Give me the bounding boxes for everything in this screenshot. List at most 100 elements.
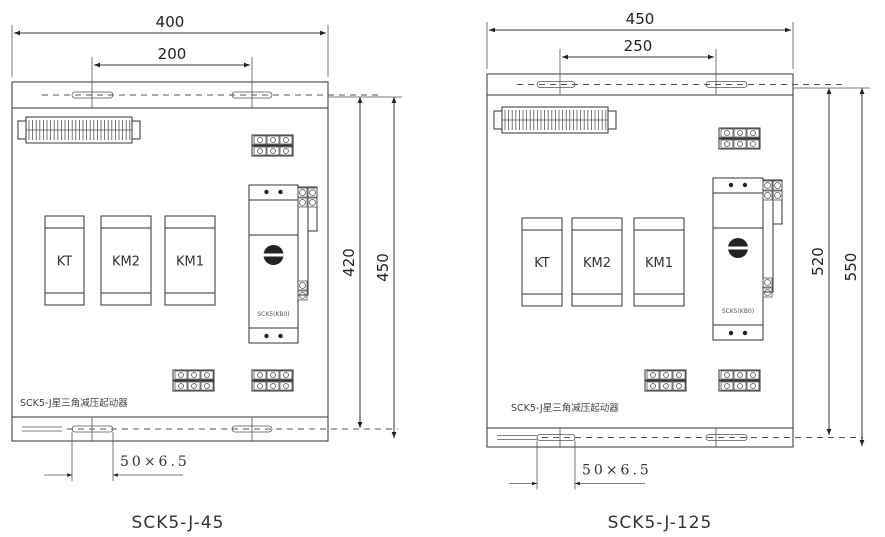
- screw-icon: [742, 330, 748, 336]
- slot-dimension: 50×6.5: [582, 463, 652, 479]
- screw-icon: [257, 383, 263, 389]
- terminal-strip: [17, 116, 141, 144]
- screw-icon: [724, 383, 730, 389]
- terminal-cell: [253, 370, 267, 380]
- mounting-slot: [231, 425, 273, 433]
- terminal-cell: [279, 370, 293, 380]
- side-terminal: [762, 190, 773, 201]
- enclosure-outline: [11, 81, 329, 442]
- model-title: SCK5-J-45: [132, 513, 225, 533]
- mounting-slot: [705, 81, 748, 88]
- screw-icon: [724, 372, 730, 378]
- screw-icon: [764, 279, 771, 286]
- component-label: KM2: [112, 255, 140, 270]
- inner-height-dimension: 520: [809, 247, 827, 276]
- side-terminal: [772, 190, 783, 201]
- switch-label: SCK5(KB0): [722, 308, 754, 315]
- terminal-cell: [200, 370, 214, 380]
- side-terminal: [762, 287, 773, 298]
- screw-icon: [774, 182, 781, 189]
- screw-icon: [257, 137, 263, 143]
- screw-icon: [191, 372, 197, 378]
- terminal-cell: [733, 139, 747, 149]
- screw-icon: [650, 383, 656, 389]
- switch-body: [712, 177, 764, 341]
- model-title: SCK5-J-125: [608, 513, 713, 533]
- component-label: KT: [57, 255, 73, 270]
- terminal-cell: [733, 128, 747, 138]
- component-body: [44, 215, 85, 306]
- screw-icon: [283, 137, 289, 143]
- mounting-slot: [536, 81, 576, 88]
- mounting-slot: [705, 434, 748, 441]
- terminal-cell: [720, 128, 734, 138]
- mounting-slot: [231, 91, 273, 99]
- component-label: KM2: [583, 256, 611, 271]
- mounting-slot: [71, 91, 114, 99]
- screw-icon: [204, 383, 210, 389]
- terminal-cell: [746, 128, 760, 138]
- terminal-block: [644, 369, 687, 392]
- terminal-row: [251, 145, 294, 157]
- terminal-cell: [266, 135, 280, 145]
- screw-icon: [724, 141, 730, 147]
- terminal-cell: [659, 381, 673, 391]
- component-label: KT: [534, 256, 550, 271]
- screw-icon: [650, 372, 656, 378]
- screw-icon: [309, 199, 316, 206]
- screw-icon: [764, 182, 771, 189]
- screw-icon: [270, 137, 276, 143]
- screw-icon: [750, 141, 756, 147]
- screw-icon: [737, 130, 743, 136]
- mount-dimension: 200: [158, 45, 187, 63]
- side-terminal: [297, 197, 308, 208]
- component-body: [571, 217, 623, 307]
- side-terminal: [762, 277, 773, 288]
- screw-icon: [178, 383, 184, 389]
- side-rail: [297, 186, 309, 296]
- side-terminal: [297, 187, 308, 198]
- component-km1: KM1: [633, 217, 685, 307]
- screw-icon: [724, 130, 730, 136]
- terminal-cell: [253, 381, 267, 391]
- screw-icon: [270, 372, 276, 378]
- screw-icon: [257, 148, 263, 154]
- strip-end: [493, 110, 503, 130]
- screw-icon: [278, 333, 283, 339]
- screw-icon: [270, 148, 276, 154]
- screw-icon: [299, 189, 306, 196]
- side-rail: [307, 186, 318, 232]
- screw-icon: [204, 372, 210, 378]
- component-km1: KM1: [164, 215, 216, 306]
- screw-icon: [750, 372, 756, 378]
- kb0-switch: SCK5(KB0): [248, 184, 318, 344]
- component-km2: KM2: [100, 215, 152, 306]
- terminal-cell: [187, 370, 201, 380]
- side-terminal: [297, 290, 308, 301]
- screw-icon: [663, 372, 669, 378]
- terminal-cell: [279, 135, 293, 145]
- enclosure-outline: [486, 73, 794, 448]
- width-dimension: 400: [156, 13, 185, 31]
- screw-icon: [309, 189, 316, 196]
- side-terminal: [307, 187, 318, 198]
- terminal-strip: [493, 106, 617, 134]
- terminal-cell: [174, 381, 188, 391]
- terminal-cell: [659, 370, 673, 380]
- side-rail: [762, 179, 774, 293]
- terminal-cell: [646, 370, 660, 380]
- screw-icon: [264, 333, 269, 339]
- terminal-cell: [266, 381, 280, 391]
- side-terminal: [772, 180, 783, 191]
- screw-icon: [264, 189, 269, 195]
- terminal-cell: [720, 139, 734, 149]
- component-km2: KM2: [571, 217, 623, 307]
- side-terminal: [762, 180, 773, 191]
- side-terminal: [307, 197, 318, 208]
- screw-icon: [283, 372, 289, 378]
- mounting-slot: [536, 434, 576, 441]
- terminal-cell: [733, 381, 747, 391]
- terminal-cell: [279, 381, 293, 391]
- screw-icon: [278, 189, 283, 195]
